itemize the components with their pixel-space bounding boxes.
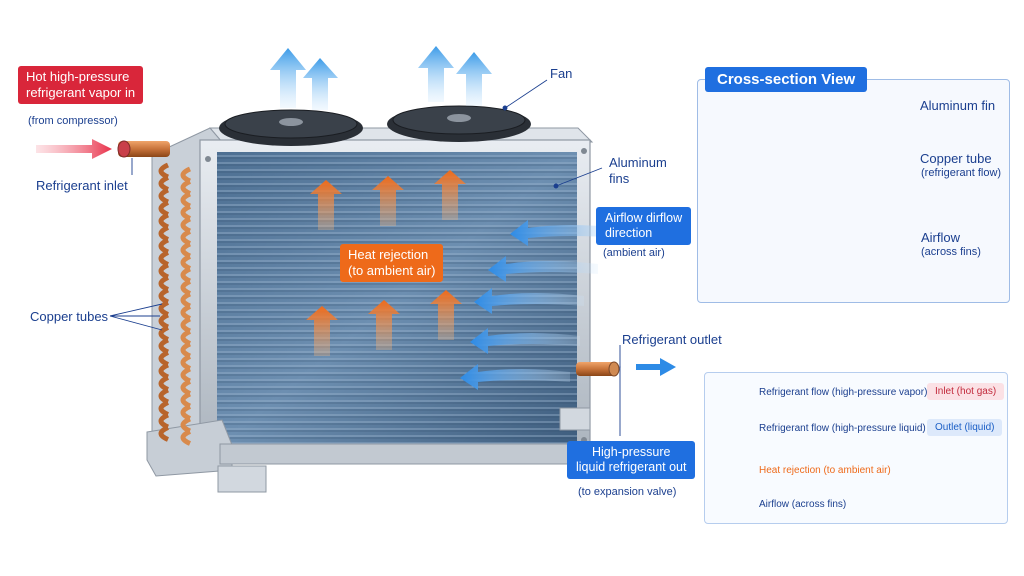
copper-tube-coils bbox=[158, 162, 192, 446]
legend-text-airflow: Airflow (across fins) bbox=[759, 499, 847, 510]
leader-lines bbox=[109, 79, 621, 436]
cross-section-title: Cross-section View bbox=[705, 67, 868, 92]
fan-label: Fan bbox=[550, 66, 573, 81]
refrigerant-outlet-label: Refrigerant outlet bbox=[622, 332, 722, 347]
fan-right bbox=[387, 105, 531, 142]
airflow-sub-label: (ambient air) bbox=[603, 247, 665, 259]
outlet-pipe bbox=[576, 362, 616, 376]
outlet-sub-label: (to expansion valve) bbox=[578, 486, 677, 498]
exhaust-airflow-arrows bbox=[270, 46, 492, 110]
cross-section-panel bbox=[697, 79, 1010, 303]
legend-text-liquid: Refrigerant flow (high-pressure liquid) bbox=[759, 423, 926, 434]
xs-copper-tube-label: Copper tube bbox=[920, 151, 992, 166]
outlet-callout-box: High-pressure liquid refrigerant out bbox=[567, 441, 696, 479]
inlet-callout-line-1: Hot high-pressure bbox=[26, 69, 130, 84]
inlet-flow-arrow bbox=[36, 139, 112, 159]
heat-rejection-box: Heat rejection (to ambient air) bbox=[340, 244, 444, 282]
outlet-flow-arrow bbox=[636, 358, 676, 376]
legend-text-heat: Heat rejection (to ambient air) bbox=[759, 465, 891, 476]
condenser-unit bbox=[117, 105, 620, 493]
legend-row-vapor: Refrigerant flow (high-pressure vapor) I… bbox=[705, 383, 1007, 407]
inlet-callout-line-2: refrigerant vapor in bbox=[26, 85, 136, 100]
aluminum-fin-lines bbox=[217, 155, 577, 446]
inlet-callout-box: Hot high-pressure refrigerant vapor in bbox=[18, 66, 144, 104]
refrigerant-inlet-label: Refrigerant inlet bbox=[36, 178, 128, 193]
xs-aluminum-fin-label: Aluminum fin bbox=[920, 98, 996, 113]
xs-copper-tube-sub-label: (refrigerant flow) bbox=[921, 167, 1002, 179]
legend-badge-inlet: Inlet (hot gas) bbox=[927, 383, 1005, 400]
aluminum-fins-label: Aluminum fins bbox=[609, 155, 667, 186]
xs-airflow-sub-label: (across fins) bbox=[921, 246, 981, 258]
ambient-airflow-arrows bbox=[460, 220, 620, 390]
legend-row-airflow: Airflow (across fins) bbox=[705, 495, 1007, 519]
airflow-direction-box: Airflow dirflow direction bbox=[596, 207, 692, 245]
legend-text-vapor: Refrigerant flow (high-pressure vapor) bbox=[759, 387, 928, 398]
legend-badge-outlet: Outlet (liquid) bbox=[927, 419, 1003, 436]
inlet-sub-label: (from compressor) bbox=[28, 115, 118, 127]
xs-airflow-label: Airflow bbox=[921, 230, 961, 245]
legend-row-liquid: Refrigerant flow (high-pressure liquid) … bbox=[705, 419, 1007, 443]
heat-rejection-arrows bbox=[306, 170, 466, 356]
legend-row-heat: Heat rejection (to ambient air) bbox=[705, 461, 1007, 485]
copper-tubes-label: Copper tubes bbox=[30, 309, 109, 324]
fan-left bbox=[219, 109, 363, 146]
legend-panel: Refrigerant flow (high-pressure vapor) I… bbox=[704, 372, 1008, 524]
inlet-pipe bbox=[118, 141, 170, 157]
